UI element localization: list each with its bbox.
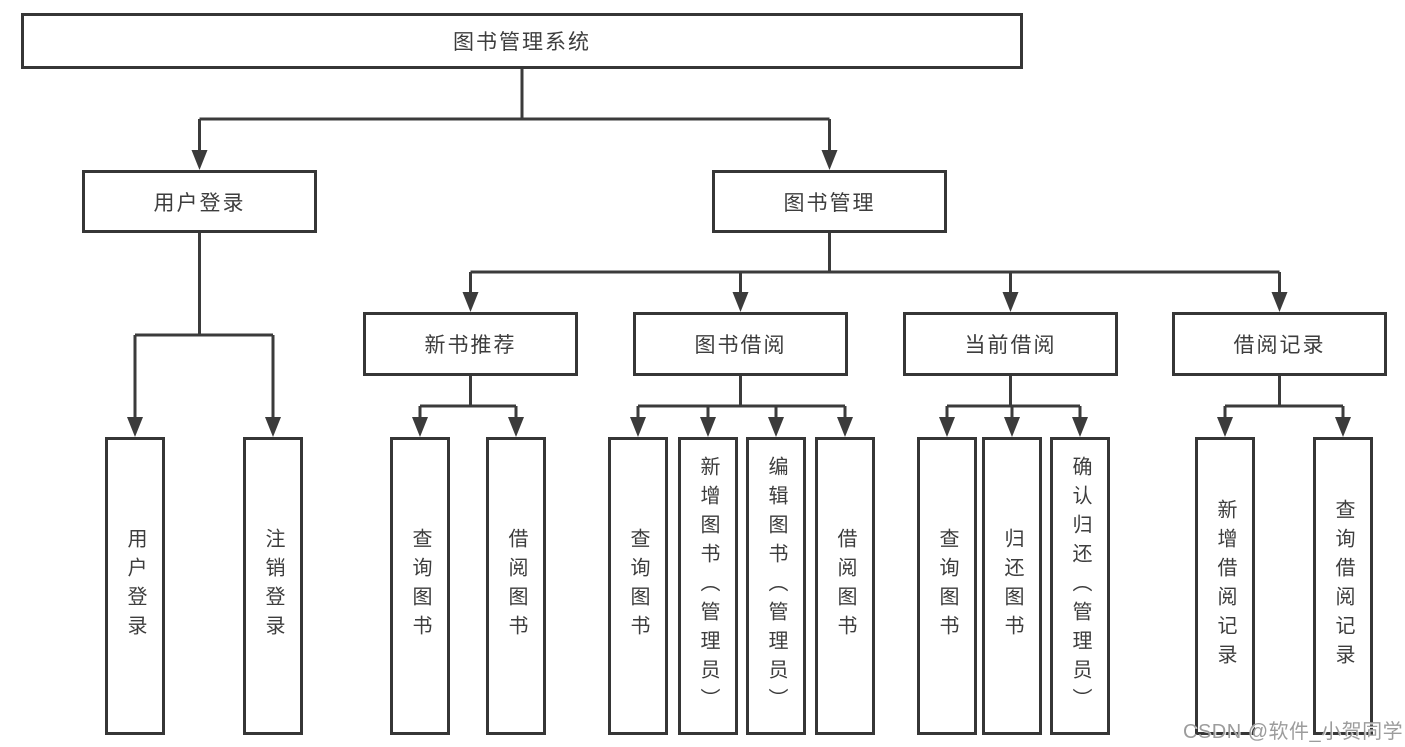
leaf-logout: 注销登录 [243,437,303,735]
leaf-return-books-label: 归还图书 [1001,528,1023,644]
leaf-return-books: 归还图书 [982,437,1042,735]
leaf-edit-books-admin-label: 编辑图书（管理员） [765,455,787,717]
node-user-login: 用户登录 [82,170,317,233]
node-user-login-label: 用户登录 [153,191,246,215]
csdn-watermark: CSDN @软件_小贺同学 [1183,721,1404,743]
leaf-user-login-label: 用户登录 [124,528,146,644]
node-new-book-recommend-label: 新书推荐 [424,334,517,357]
node-book-management: 图书管理 [712,170,947,233]
leaf-recommend-query-books: 查询图书 [390,437,450,735]
leaf-confirm-return-admin-label: 确认归还（管理员） [1069,455,1091,717]
leaf-query-borrow-record: 查询借阅记录 [1313,437,1373,735]
leaf-borrow-books: 借阅图书 [815,437,875,735]
node-new-book-recommend: 新书推荐 [363,312,578,376]
leaf-add-books-admin: 新增图书（管理员） [678,437,738,735]
node-book-borrow-label: 图书借阅 [694,334,787,357]
node-borrow-records-label: 借阅记录 [1233,334,1326,357]
leaf-current-query-books-label: 查询图书 [936,528,958,644]
leaf-borrow-books-label: 借阅图书 [834,528,856,644]
leaf-edit-books-admin: 编辑图书（管理员） [746,437,806,735]
node-root: 图书管理系统 [21,13,1023,69]
leaf-borrow-query-books-label: 查询图书 [627,528,649,644]
node-book-management-label: 图书管理 [783,191,876,215]
leaf-borrow-query-books: 查询图书 [608,437,668,735]
leaf-user-login: 用户登录 [105,437,165,735]
node-current-borrow-label: 当前借阅 [964,334,1057,357]
leaf-recommend-borrow-books-label: 借阅图书 [505,528,527,644]
leaf-current-query-books: 查询图书 [917,437,977,735]
leaf-recommend-query-books-label: 查询图书 [409,528,431,644]
node-root-label: 图书管理系统 [453,31,591,54]
node-current-borrow: 当前借阅 [903,312,1118,376]
leaf-query-borrow-record-label: 查询借阅记录 [1332,499,1354,673]
leaf-recommend-borrow-books: 借阅图书 [486,437,546,735]
leaf-add-borrow-record-label: 新增借阅记录 [1214,499,1236,673]
leaf-confirm-return-admin: 确认归还（管理员） [1050,437,1110,735]
node-borrow-records: 借阅记录 [1172,312,1387,376]
leaf-logout-label: 注销登录 [262,528,284,644]
leaf-add-borrow-record: 新增借阅记录 [1195,437,1255,735]
node-book-borrow: 图书借阅 [633,312,848,376]
leaf-add-books-admin-label: 新增图书（管理员） [697,455,719,717]
